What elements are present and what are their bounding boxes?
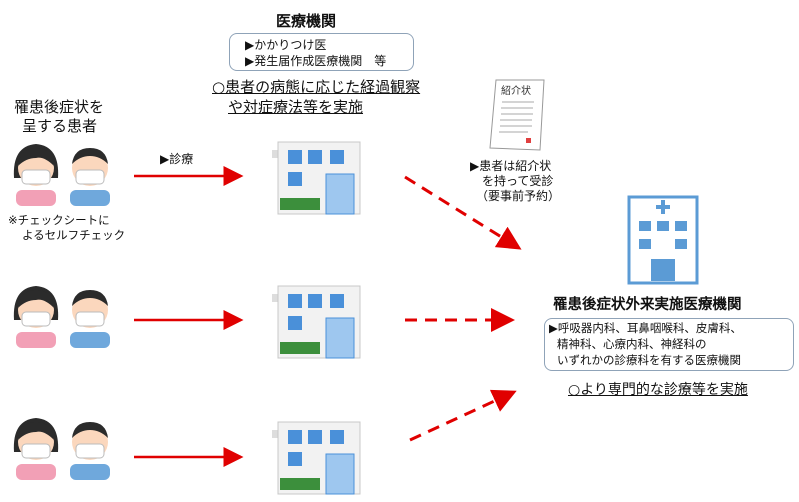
masked-patients-icon-3 [8,412,116,480]
masked-patients-icon-2 [8,280,116,348]
clinic-building-icon-3 [270,420,362,496]
clinic-building-icon-1 [270,140,362,216]
referral-arrow-3 [410,392,514,440]
clinic-building-icon-2 [270,284,362,360]
masked-patients-icon-1 [8,138,116,206]
referral-arrow-1 [405,177,519,248]
